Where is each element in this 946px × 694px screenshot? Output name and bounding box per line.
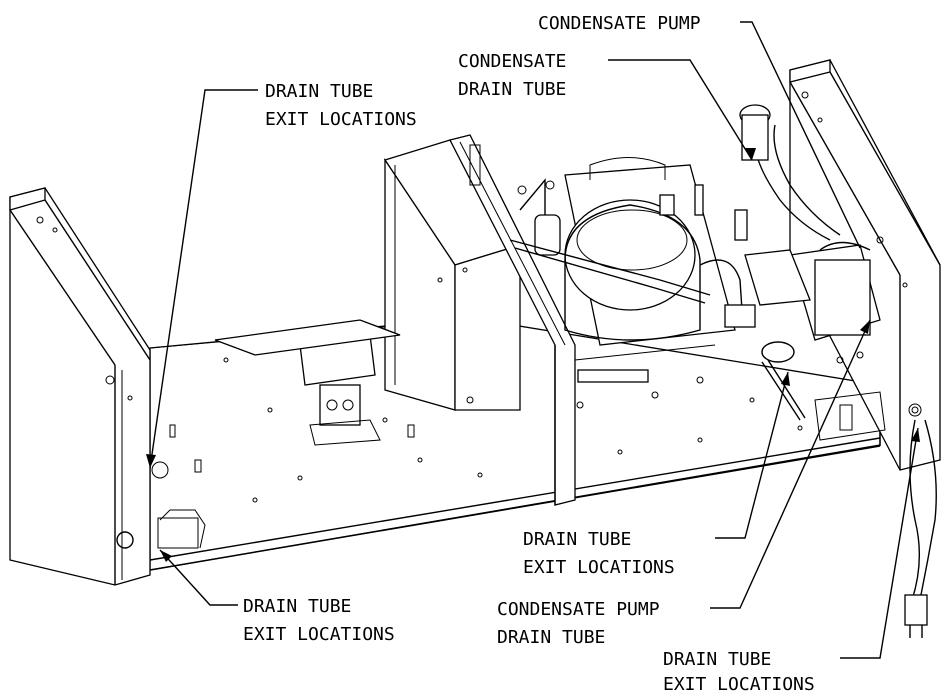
label-drain-exit-top-left-2: EXIT LOCATIONS xyxy=(265,109,417,130)
leader-lines xyxy=(146,21,920,659)
condensate-pump xyxy=(739,104,886,441)
power-cord xyxy=(904,419,937,638)
label-drain-exit-bottom-right-2: EXIT LOCATIONS xyxy=(663,674,815,694)
left-side-panel xyxy=(9,187,206,586)
label-condensate-drain-tube-1: CONDENSATE xyxy=(458,51,566,72)
callout-labels: CONDENSATE PUMP CONDENSATE DRAIN TUBE DR… xyxy=(243,13,815,694)
condenser-housing xyxy=(383,139,522,411)
label-drain-exit-bottom-left-1: DRAIN TUBE xyxy=(243,596,351,617)
label-drain-exit-center-2: EXIT LOCATIONS xyxy=(523,557,675,578)
label-drain-exit-bottom-right-1: DRAIN TUBE xyxy=(663,649,771,670)
label-drain-exit-bottom-left-2: EXIT LOCATIONS xyxy=(243,624,395,645)
label-drain-exit-center-1: DRAIN TUBE xyxy=(523,529,631,550)
baffle-panel xyxy=(449,134,576,506)
refrigerant-lines xyxy=(509,178,748,311)
label-pump-drain-tube-2: DRAIN TUBE xyxy=(497,627,605,648)
label-pump-drain-tube-1: CONDENSATE PUMP xyxy=(497,599,660,620)
compressor xyxy=(564,157,736,409)
label-condensate-drain-tube-2: DRAIN TUBE xyxy=(458,79,566,100)
center-drain-fitting xyxy=(724,249,811,421)
label-drain-exit-top-left-1: DRAIN TUBE xyxy=(265,81,373,102)
transformer xyxy=(214,319,401,446)
label-condensate-pump: CONDENSATE PUMP xyxy=(538,13,701,34)
